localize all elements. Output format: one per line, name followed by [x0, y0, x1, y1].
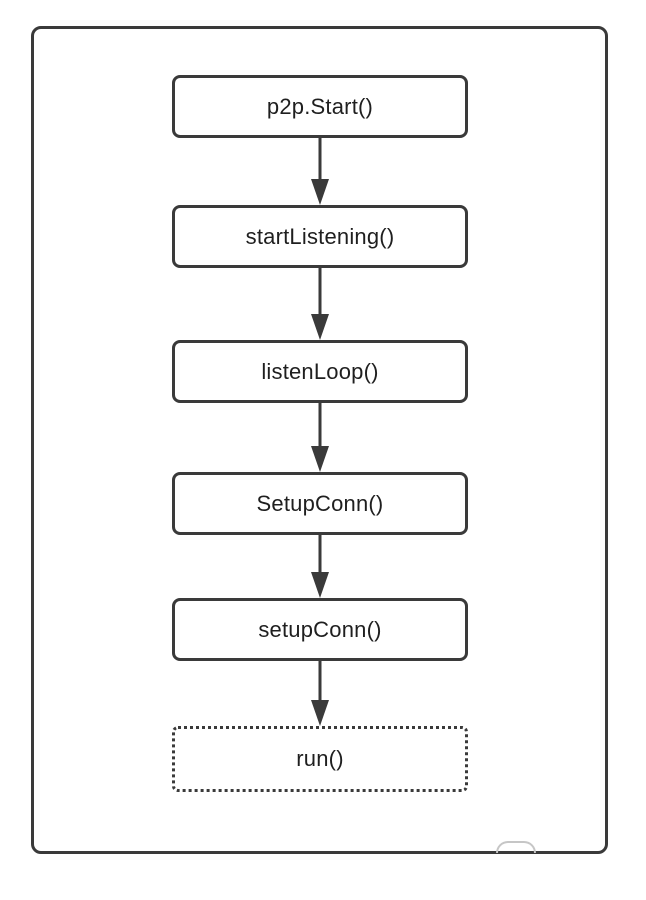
flow-node-listen-loop: listenLoop() — [172, 340, 468, 403]
flow-node-start-listening: startListening() — [172, 205, 468, 268]
arrow-shaft — [318, 661, 322, 706]
arrow-shaft — [318, 535, 322, 578]
arrowhead-icon — [311, 446, 329, 472]
flow-node-setup-conn-upper: SetupConn() — [172, 472, 468, 535]
arrow-shaft — [318, 138, 322, 185]
arrowhead-icon — [311, 700, 329, 726]
arrow-down-4 — [311, 535, 329, 598]
arrow-down-1 — [311, 138, 329, 205]
arrow-down-5 — [311, 661, 329, 726]
arrow-shaft — [318, 268, 322, 320]
arrow-down-2 — [311, 268, 329, 340]
arrow-shaft — [318, 403, 322, 452]
arrowhead-icon — [311, 314, 329, 340]
arrow-down-3 — [311, 403, 329, 472]
arrowhead-icon — [311, 572, 329, 598]
watermark-arc-icon — [496, 841, 536, 853]
flow-node-setup-conn-lower: setupConn() — [172, 598, 468, 661]
flow-node-run: run() — [172, 726, 468, 792]
arrowhead-icon — [311, 179, 329, 205]
flow-node-p2p-start: p2p.Start() — [172, 75, 468, 138]
